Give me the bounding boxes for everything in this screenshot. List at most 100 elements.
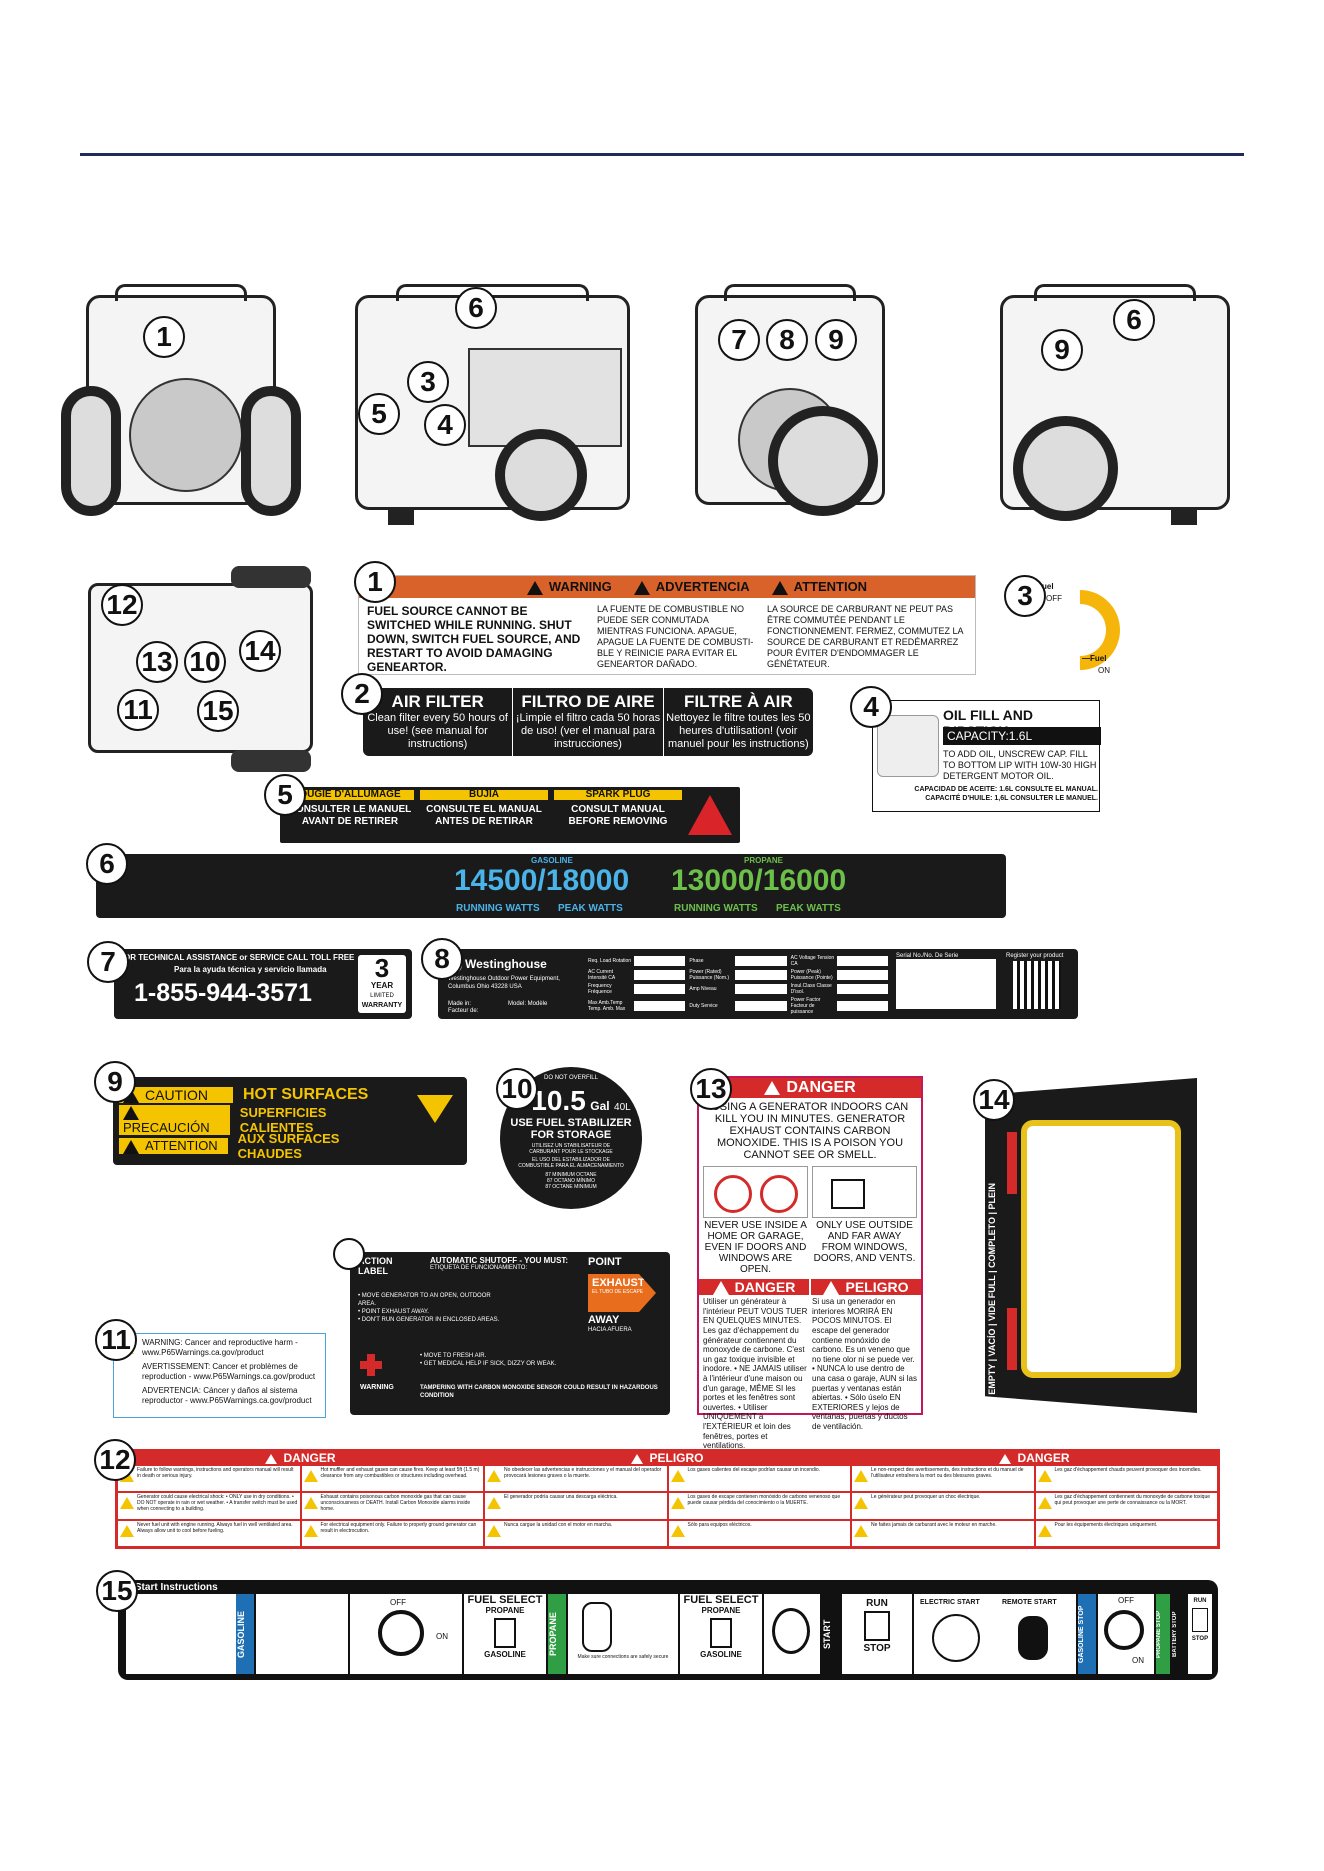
hazard-cell: Le non-respect des avertissements, des i… [851, 1465, 1035, 1493]
plate-field-label: Duty Service [689, 1003, 718, 1009]
hazard-cell-text: No obedecer las advertencias e instrucci… [504, 1467, 662, 1479]
hazard-cell: No obedecer las advertencias e instrucci… [484, 1465, 668, 1493]
callout-6: 6 [455, 287, 497, 329]
rating-plate-label: Westinghouse Westinghouse Outdoor Power … [438, 949, 1078, 1019]
hazard-cell: Le générateur peut provoquer un choc éle… [851, 1492, 1035, 1520]
hazard-symbol-icon [854, 1524, 868, 1537]
plate-field: Frequency Fréquence [588, 983, 686, 995]
remote-fob-icon [1018, 1616, 1048, 1660]
hazard-cell: Pour les équipements électriques uniquem… [1034, 1519, 1218, 1547]
no-garage-icon [760, 1175, 798, 1213]
hazard-cell-text: Nunca cargue la unidad con el motor en m… [504, 1521, 613, 1528]
hazard-symbol-icon [1037, 1524, 1052, 1537]
hazard-cell-text: Los gases de escape contienen monóxido d… [687, 1494, 841, 1507]
carbon-monoxide-danger-label: DANGER USING A GENERATOR INDOORS CAN KIL… [697, 1076, 923, 1450]
hazard-cell: Les gaz d'échappement chauds peuvent pro… [1034, 1465, 1218, 1493]
no-indoor-icon [714, 1175, 752, 1213]
hazard-symbol-icon [487, 1470, 501, 1482]
callout-label-12: 12 [94, 1439, 136, 1481]
outdoor-house-icon [831, 1179, 865, 1209]
hazard-cell: Exhaust contains poisonous carbon monoxi… [300, 1492, 484, 1520]
start-instructions-label: Z Start Instructions GASOLINE OFF ON FUE… [118, 1580, 1218, 1680]
spark-plug-label: OUGIE D'ALLUMAGE BUJÍA SPARK PLUG CONSUL… [280, 787, 740, 843]
generator-control-panel-view [355, 284, 630, 525]
callout-10: 10 [184, 641, 226, 683]
plate-field: Amp Niveau [689, 983, 787, 995]
hazard-cell: Nunca cargue la unidad con el motor en m… [484, 1519, 668, 1547]
first-aid-cross-icon [360, 1354, 382, 1376]
hazard-cell: Hot muffler and exhaust gases can cause … [300, 1465, 484, 1493]
callout-3: 3 [407, 361, 449, 403]
hazard-cell-text: El generador podría causar una descarga … [504, 1494, 618, 1501]
hazard-cell-text: Hot muffler and exhaust gases can cause … [320, 1467, 480, 1479]
fuel-select-switch-icon [494, 1618, 516, 1648]
hazard-symbol-icon [303, 1497, 318, 1510]
callout-label-11: 11 [95, 1319, 137, 1361]
callout-label-8: 8 [421, 938, 463, 980]
technical-assistance-label: OR TECHNICAL ASSISTANCE or SERVICE CALL … [114, 949, 412, 1019]
plate-field-label: Power Factor Facteur de puissance [790, 997, 821, 1015]
plate-field: AC Voltage Tension CA [791, 955, 888, 967]
callout-label-co [333, 1238, 365, 1270]
plate-field-label: Power (Rated) Puissance (Nom.) [689, 969, 730, 981]
battery-switch-icon [1192, 1608, 1208, 1632]
callout-label-14: 14 [973, 1079, 1015, 1121]
plate-field-label: Power (Peak) Puissance (Pointe) [790, 969, 833, 981]
hazard-cell-text: Le générateur peut provoquer un choc éle… [871, 1494, 981, 1501]
hazard-cell-text: Les gaz d'échappement chauds peuvent pro… [1054, 1467, 1202, 1473]
hazard-cell: For electrical equipment only. Failure t… [300, 1519, 484, 1547]
hazard-symbol-icon [303, 1524, 318, 1537]
hazard-cell-text: Exhaust contains poisonous carbon monoxi… [320, 1494, 471, 1513]
plate-field-label: Insul.Class Classe D'isol. [790, 983, 832, 995]
callout-label-9: 9 [94, 1061, 136, 1103]
air-filter-label: AIR FILTER Clean filter every 50 hours o… [363, 688, 813, 756]
fuel-gauge-label: FULL | COMPLETO | PLEIN EMPTY | VACÍO | … [985, 1078, 1197, 1413]
plate-field: AC Current Intensité CA [588, 969, 686, 981]
plate-field: Insul.Class Classe D'isol. [791, 983, 888, 995]
hazard-cell: Failure to follow warnings, instructions… [117, 1465, 301, 1493]
callout-label-2: 2 [341, 673, 383, 715]
hazard-symbol-icon [303, 1470, 318, 1482]
header-rule [80, 153, 1244, 156]
hazard-cell-text: Les gaz d'échappement contiennent du mon… [1054, 1494, 1211, 1507]
hazard-symbol-icon [120, 1497, 134, 1510]
hazard-cell-text: Sólo para equipos eléctricos. [687, 1521, 752, 1528]
wattage-label: GASOLINE 14500/18000 RUNNING WATTS PEAK … [96, 854, 1006, 918]
callout-13: 13 [136, 641, 178, 683]
hot-surface-hand-icon [417, 1095, 453, 1123]
co-action-label: ACTION LABEL AUTOMATIC SHUTOFF - YOU MUS… [350, 1252, 670, 1415]
fuel-source-warning-label: WARNING ADVERTENCIA ATTENTION FUEL SOURC… [358, 575, 976, 675]
choke-knob-icon [378, 1610, 424, 1656]
hazard-cell: Les gaz d'échappement contiennent du mon… [1034, 1492, 1218, 1520]
multi-hazard-danger-label: DANGER PELIGRO DANGER Failure to follow … [115, 1449, 1220, 1549]
callout-label-7: 7 [87, 941, 129, 983]
generator-side-view [1000, 284, 1230, 525]
callout-4: 4 [424, 404, 466, 446]
generator-rear-view [695, 284, 885, 516]
hazard-cell-text: Le non-respect des avertissements, des i… [871, 1467, 1024, 1479]
hazard-symbol-icon [670, 1470, 685, 1482]
hazard-cell: Sólo para equipos eléctricos. [667, 1519, 851, 1547]
start-key-icon [932, 1614, 980, 1662]
plate-field-label: Req. Load Rotation [588, 958, 632, 964]
callout-label-4: 4 [850, 686, 892, 728]
run-stop-switch-icon [864, 1611, 890, 1641]
callout-label-5: 5 [264, 774, 306, 816]
plate-field-label: Amp Niveau [689, 986, 717, 992]
prop65-warning-label: WARNING: Cancer and reproductive harm - … [113, 1333, 326, 1418]
hazard-cell: Never fuel unit with engine running. Alw… [117, 1519, 301, 1547]
callout-9: 9 [815, 319, 857, 361]
plate-field-label: Max Amb.Temp Temp. Amb. Max [588, 1000, 626, 1012]
hazard-symbol-icon [670, 1524, 685, 1537]
callout-8: 8 [766, 319, 808, 361]
hazard-cell-text: Ne faites jamais de carburant avec le mo… [871, 1521, 997, 1528]
plate-field: Req. Load Rotation [588, 955, 686, 967]
choke-off-knob-icon [1104, 1610, 1144, 1650]
callout-12: 12 [101, 584, 143, 626]
plate-field: Power Factor Facteur de puissance [791, 997, 888, 1015]
fuel-select-switch-icon-2 [710, 1618, 732, 1648]
hazard-symbol-icon [670, 1497, 685, 1510]
callout-label-13: 13 [690, 1068, 732, 1110]
hazard-cell-text: Generator could cause electrical shock: … [137, 1494, 298, 1513]
plate-field-label: AC Voltage Tension CA [790, 955, 835, 967]
